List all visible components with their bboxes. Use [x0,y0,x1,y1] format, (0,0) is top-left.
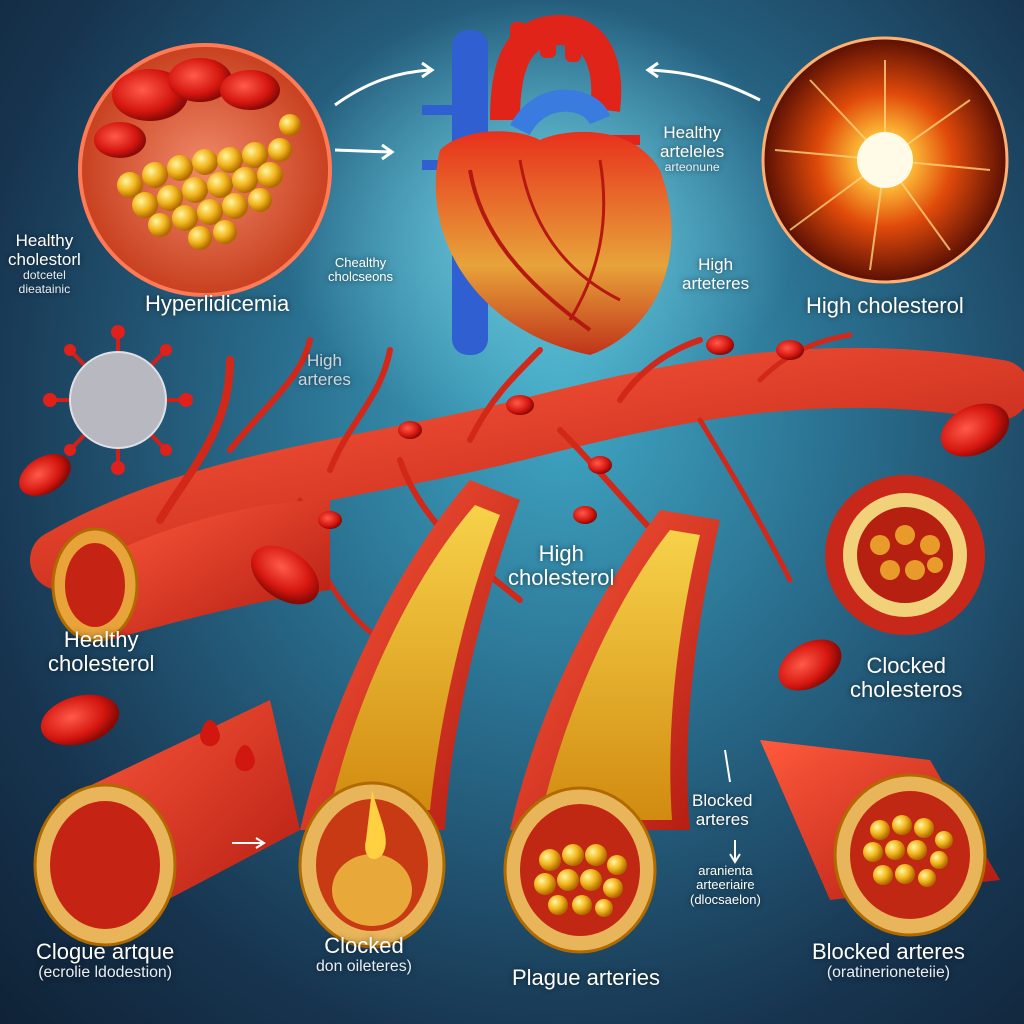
label-blocked-arteres-mid: Blocked arteres [692,791,753,829]
caption-healthy-cholestorl: Healthy cholestorl dotcetel dieatainic [8,231,81,296]
heart [422,14,672,355]
red-blood-cells [19,335,1010,746]
label-high-cholesterol-center: High cholesterol [508,541,615,591]
pointer-arrows [232,749,741,864]
plaque-cross-section [503,786,657,954]
plaque-artery-middle [300,480,520,830]
label-high-cholesterol-right: High cholesterol [806,293,964,318]
fat-cells-circle [78,43,332,297]
clocked-cross-section [825,475,985,635]
healthy-artery-tube [51,500,330,643]
label-plague-arteries: Plague arteries [512,965,660,990]
virus [43,325,193,475]
label-hyperlipidemia: Hyperlidicemia [145,291,290,316]
cholesterol-burst-circle [761,36,1009,284]
clocked-cross-section-bottom [298,781,446,949]
label-blocked-arteres-bottom: Blocked arteres (oratinerioneteiie) [812,939,965,982]
label-chealthy-small: Chealthy cholcseons [328,255,394,285]
blocked-cross-section [760,740,1000,937]
label-high-arteteres: High arteteres [682,255,750,293]
label-healthy-arteleles: Healthy arteleles arteonune [660,123,725,175]
plaque-artery-right [510,510,720,830]
label-high-arteres-mid: High arteres [298,351,351,389]
label-clogue-artque: Clogue artque (ecrolie ldodestion) [36,939,175,982]
label-healthy-cholesterol: Healthy cholesterol [48,627,155,677]
clogue-artery-cross-section [33,700,300,947]
flow-arrows [334,61,761,161]
label-clocked-cholesteros: Clocked cholesteros [850,653,963,703]
label-blocked-small-caption: aranienta arteeriaire (dlocsaelon) [690,863,761,907]
label-clocked-bottom: Clocked don oileteres) [316,933,412,976]
